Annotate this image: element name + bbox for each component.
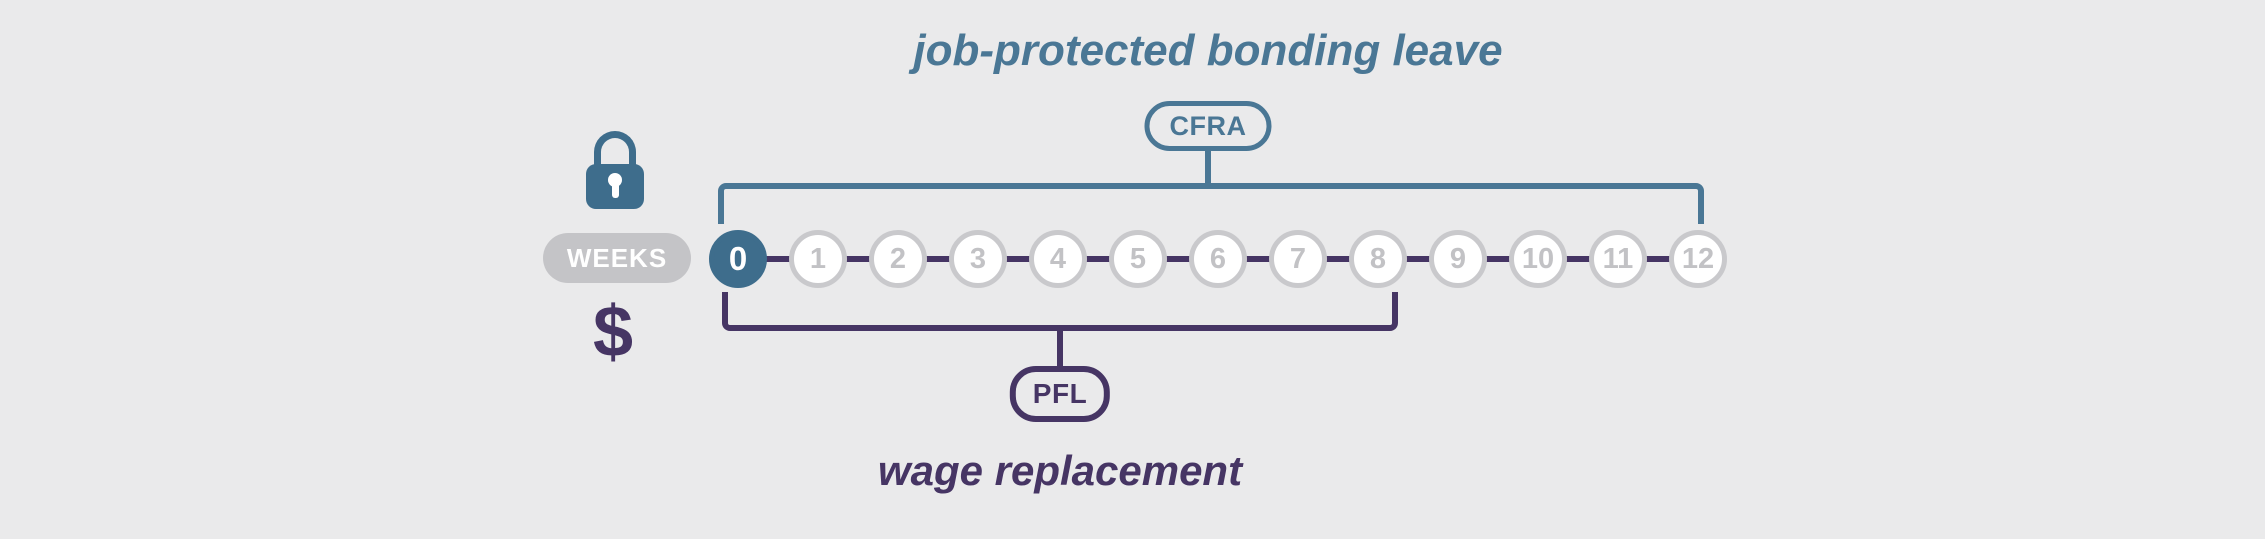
lock-keyhole-stem xyxy=(612,184,619,198)
week-marker-10: 10 xyxy=(1509,230,1567,288)
cfra-span-bracket xyxy=(718,183,1704,224)
week-marker-0: 0 xyxy=(709,230,767,288)
week-marker-3: 3 xyxy=(949,230,1007,288)
pfl-badge: PFL xyxy=(1009,366,1111,422)
week-marker-7: 7 xyxy=(1269,230,1327,288)
week-marker-9: 9 xyxy=(1429,230,1487,288)
week-marker-2: 2 xyxy=(869,230,927,288)
lock-shackle xyxy=(594,131,636,171)
lock-keyhole xyxy=(608,173,622,187)
job-protected-caption: job-protected bonding leave xyxy=(913,26,1503,75)
dollar-icon: $ xyxy=(592,292,634,372)
week-marker-6: 6 xyxy=(1189,230,1247,288)
week-marker-12: 12 xyxy=(1669,230,1727,288)
week-marker-8: 8 xyxy=(1349,230,1407,288)
pfl-badge-connector xyxy=(1057,331,1063,368)
week-marker-11: 11 xyxy=(1589,230,1647,288)
cfra-badge-connector xyxy=(1205,151,1211,184)
weeks-axis-label: WEEKS xyxy=(543,233,691,283)
week-marker-4: 4 xyxy=(1029,230,1087,288)
week-marker-1: 1 xyxy=(789,230,847,288)
pfl-span-bracket xyxy=(722,292,1398,331)
cfra-badge: CFRA xyxy=(1144,101,1272,151)
week-timeline: 0 1 2 3 4 5 6 7 8 9 10 11 12 xyxy=(709,230,1727,288)
wage-replacement-caption: wage replacement xyxy=(877,447,1243,494)
week-marker-5: 5 xyxy=(1109,230,1167,288)
